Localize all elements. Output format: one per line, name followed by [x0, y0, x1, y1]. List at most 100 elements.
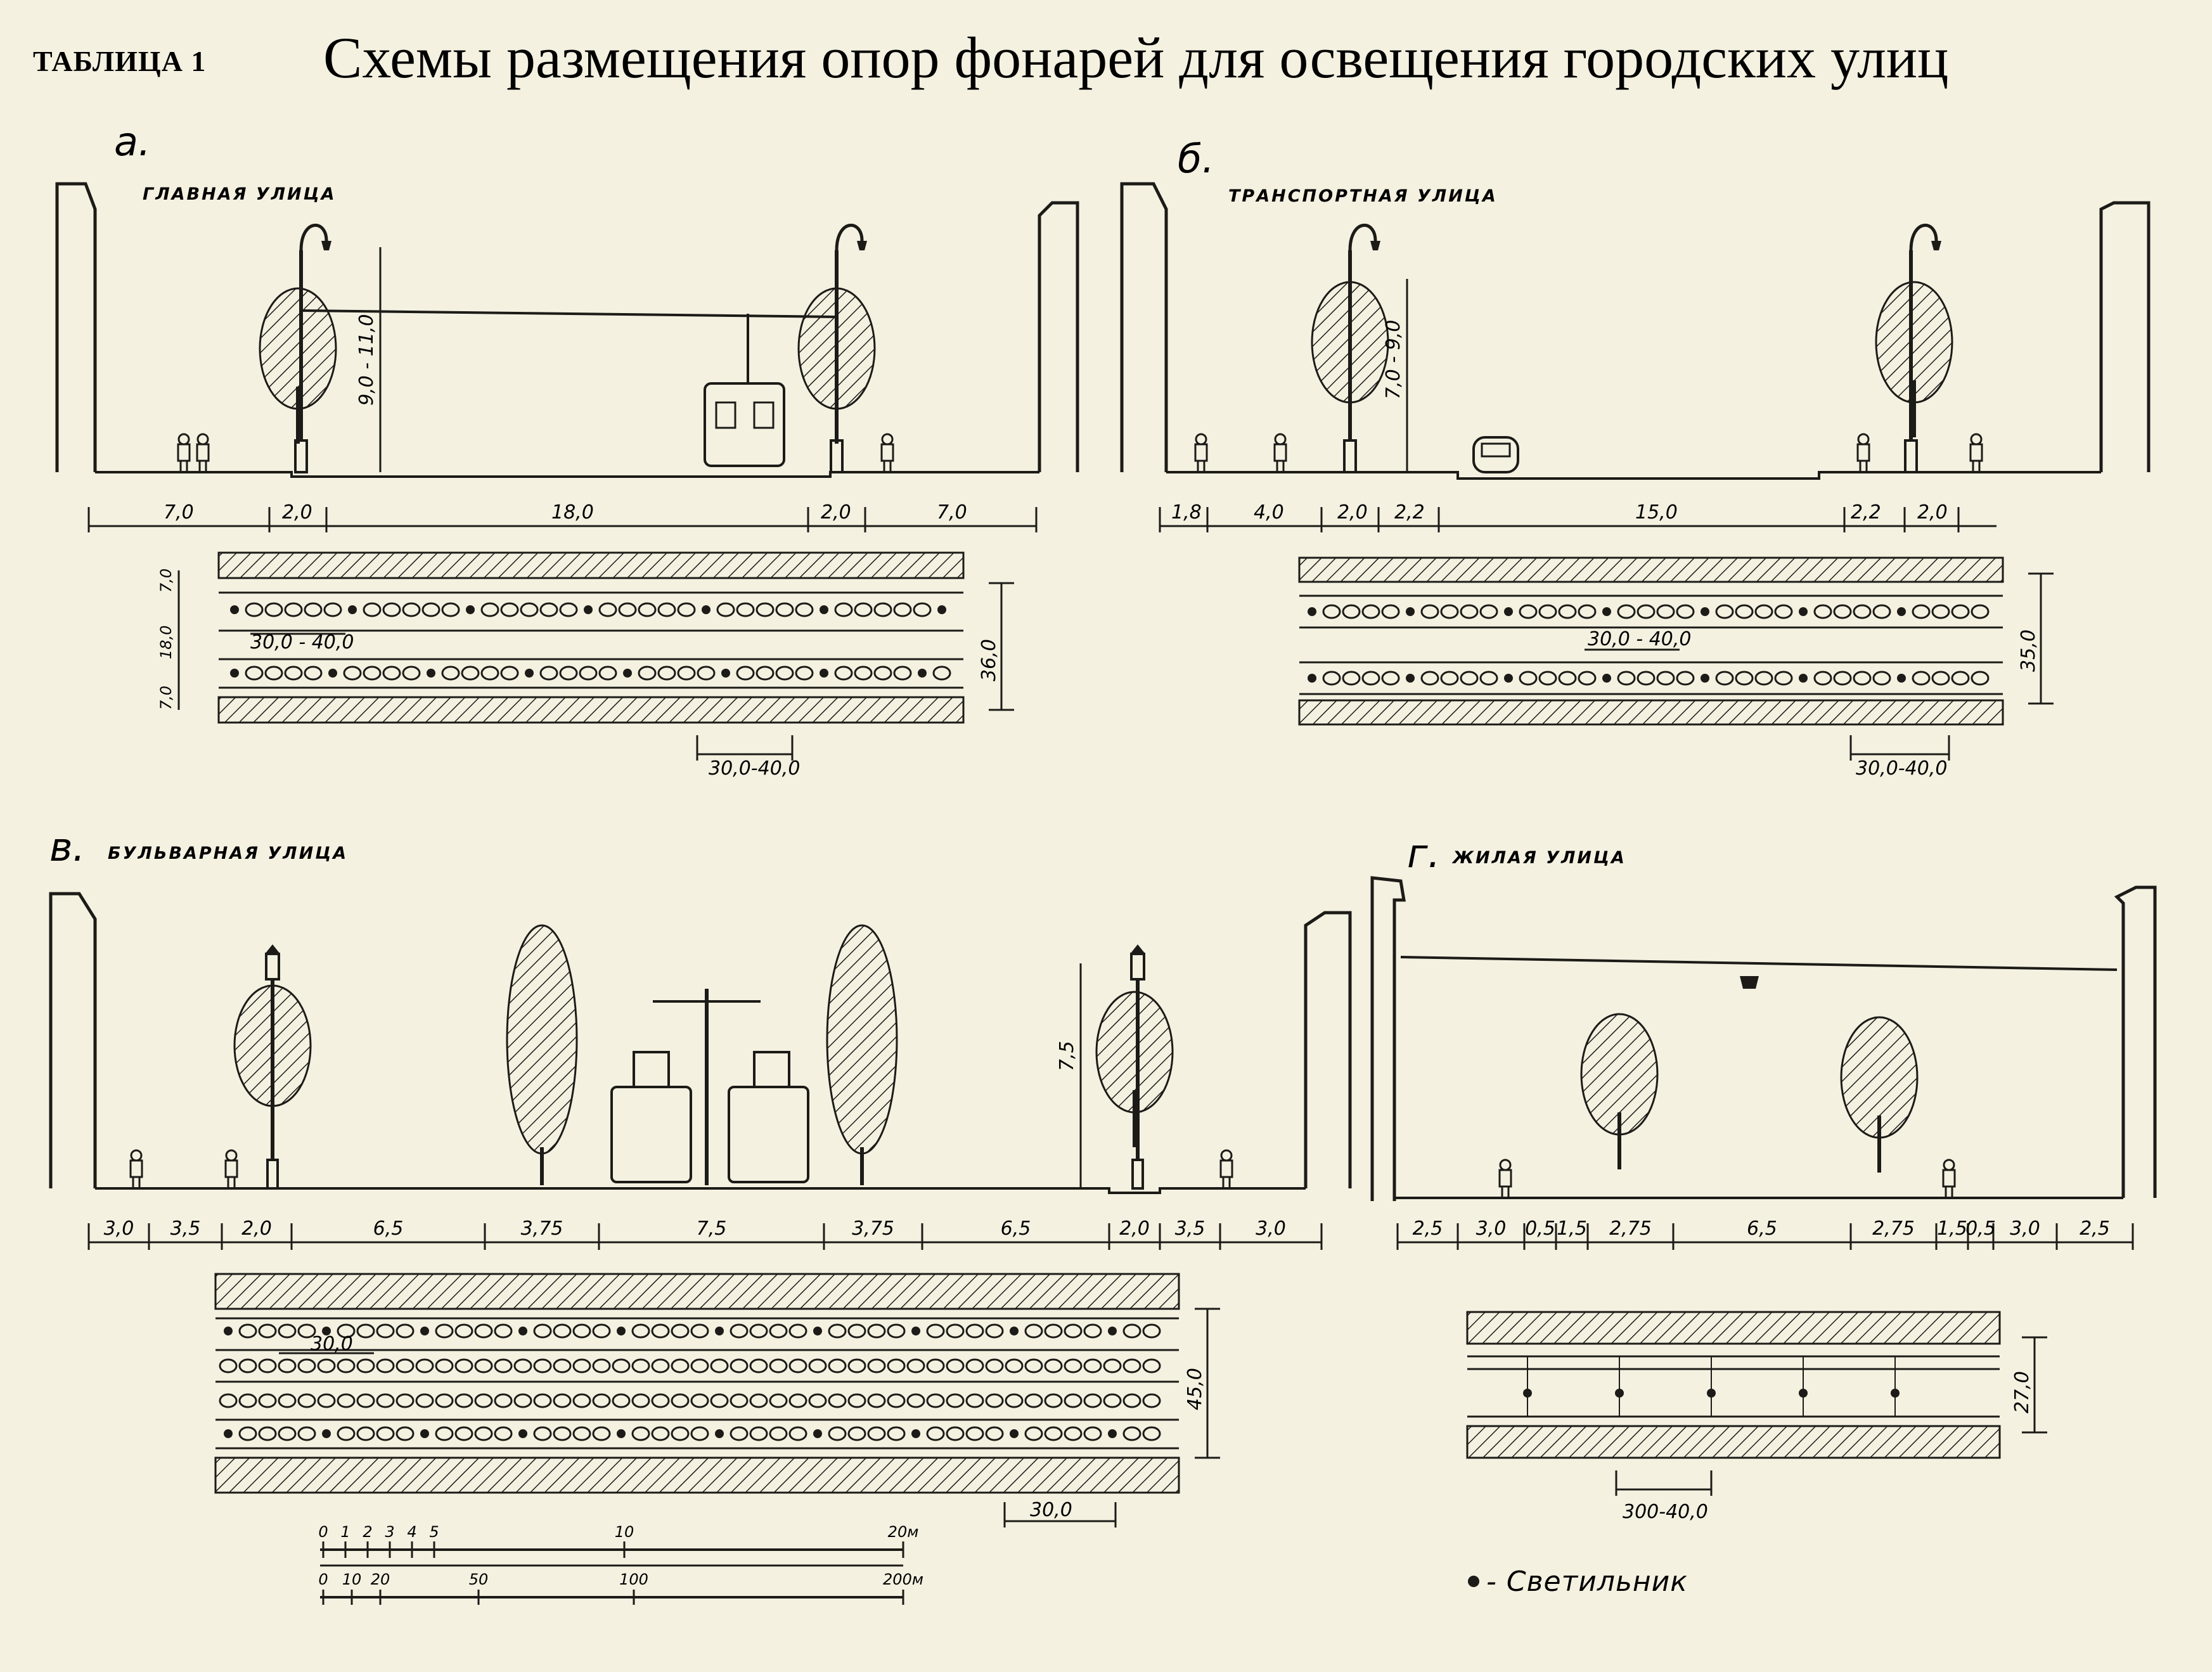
scale-top-label-5: 5 — [429, 1523, 439, 1541]
luminaire-mark — [911, 1327, 920, 1335]
tree-mark — [1322, 671, 1341, 686]
tree-mark — [435, 1358, 454, 1373]
tree-mark — [638, 602, 657, 617]
tree-mark — [1479, 671, 1498, 686]
luminaire-mark — [911, 1429, 920, 1438]
tree-mark — [985, 1323, 1004, 1339]
tree-mark — [238, 1393, 257, 1408]
panel-c-dim-3: 6,5 — [373, 1218, 404, 1240]
tree-mark — [618, 602, 637, 617]
tree-mark — [657, 602, 676, 617]
panel-a-dim-2: 18,0 — [551, 501, 594, 524]
luminaire-mark — [1010, 1429, 1019, 1438]
tree-mark — [553, 1393, 572, 1408]
tree-mark — [1044, 1393, 1063, 1408]
tree-mark — [513, 1393, 532, 1408]
tree-mark — [788, 1393, 807, 1408]
tree-mark — [258, 1393, 277, 1408]
tree-mark — [1636, 604, 1656, 619]
tree-mark — [553, 1358, 572, 1373]
tree-mark — [1951, 671, 1970, 686]
tree-mark — [1103, 1358, 1122, 1373]
tree-mark — [730, 1358, 749, 1373]
tree-mark — [376, 1426, 395, 1441]
tree-mark — [1142, 1426, 1161, 1441]
tree-mark — [671, 1323, 690, 1339]
tree-mark — [1774, 604, 1793, 619]
tree-mark — [965, 1393, 984, 1408]
luminaire-mark — [322, 1429, 331, 1438]
tree-mark — [736, 666, 755, 681]
tree-mark — [612, 1393, 631, 1408]
luminaire-mark — [1308, 607, 1316, 616]
panel-d-dim-10: 2,5 — [2080, 1218, 2110, 1240]
tree-mark — [736, 602, 755, 617]
luminaire-mark — [715, 1327, 724, 1335]
tree-mark — [847, 1426, 866, 1441]
tree-mark — [500, 602, 519, 617]
luminaire-mark — [518, 1429, 527, 1438]
tree-mark — [592, 1393, 611, 1408]
luminaire-mark — [1504, 607, 1513, 616]
page-title: Схемы размещения опор фонарей для освеще… — [323, 25, 1948, 90]
tree-mark — [1578, 604, 1597, 619]
tree-mark — [572, 1358, 591, 1373]
tree-mark — [965, 1323, 984, 1339]
luminaire-mark — [1602, 674, 1611, 683]
tree-mark — [598, 602, 617, 617]
tree-mark — [1420, 671, 1439, 686]
tree-mark — [769, 1426, 788, 1441]
scale-bottom-label-2: 20 — [371, 1571, 390, 1588]
tree-mark — [395, 1426, 415, 1441]
tree-mark — [657, 666, 676, 681]
panel-c-plan-total: 45,0 — [1184, 1368, 1206, 1410]
tree-mark — [651, 1323, 670, 1339]
tree-mark — [730, 1393, 749, 1408]
luminaire-mark — [721, 669, 730, 678]
panel-d-dim-3: 1,5 — [1557, 1218, 1587, 1240]
tree-mark — [1142, 1393, 1161, 1408]
tree-mark — [1381, 604, 1400, 619]
tree-mark — [454, 1426, 473, 1441]
panel-c-plan-spacing-bottom: 30,0 — [1030, 1499, 1072, 1521]
tree-mark — [1122, 1358, 1141, 1373]
tree-mark — [887, 1323, 906, 1339]
panel-d-plan: 27,0 300-40,0 — [1466, 1311, 2047, 1523]
tree-mark — [539, 602, 558, 617]
tree-mark — [1951, 604, 1970, 619]
tree-mark — [278, 1426, 297, 1441]
tree-mark — [834, 666, 853, 681]
tree-mark — [873, 602, 892, 617]
tree-mark — [474, 1393, 493, 1408]
tree-mark — [847, 1323, 866, 1339]
tree-mark — [808, 1393, 827, 1408]
tree-mark — [533, 1426, 552, 1441]
tree-mark — [480, 666, 499, 681]
tree-mark — [337, 1426, 356, 1441]
tree-mark — [769, 1393, 788, 1408]
luminaire-mark — [348, 605, 357, 614]
tree-mark — [238, 1323, 257, 1339]
tree-mark — [893, 666, 912, 681]
tree-mark — [219, 1393, 238, 1408]
tree-mark — [1361, 671, 1380, 686]
tree-mark — [304, 602, 323, 617]
luminaire-mark — [813, 1327, 822, 1335]
tree-mark — [1931, 671, 1950, 686]
panel-d-dim-9: 3,0 — [2010, 1218, 2040, 1240]
tree-mark — [677, 602, 696, 617]
tree-mark — [1715, 671, 1734, 686]
luminaire-mark — [813, 1429, 822, 1438]
tree-mark — [264, 602, 283, 617]
tree-mark — [1676, 604, 1695, 619]
panel-b-dim-2: 2,0 — [1337, 501, 1368, 524]
tree-mark — [494, 1323, 513, 1339]
tree-mark — [867, 1393, 886, 1408]
tree-mark — [1636, 671, 1656, 686]
tree-mark — [1538, 604, 1557, 619]
tree-mark — [474, 1323, 493, 1339]
tree-mark — [395, 1358, 415, 1373]
tree-mark — [1361, 604, 1380, 619]
luminaire-mark — [1108, 1429, 1117, 1438]
